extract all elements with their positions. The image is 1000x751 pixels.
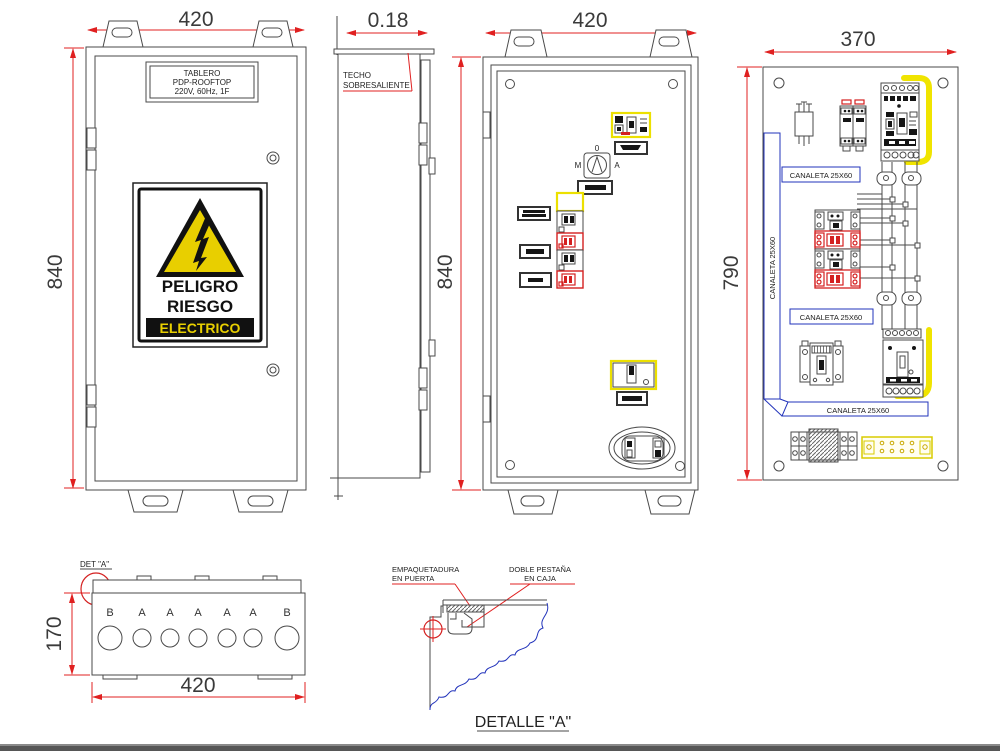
door-face bbox=[429, 605, 443, 710]
nameplate-line2: PDP-ROOFTOP bbox=[173, 78, 232, 87]
selector-switch: 0 M A bbox=[575, 144, 620, 179]
roof-label-line1: TECHO bbox=[343, 71, 371, 80]
selector-pos-m: M bbox=[575, 161, 582, 170]
duplex-outlet bbox=[608, 426, 676, 470]
breaker-unit-1 bbox=[556, 210, 584, 234]
bottom-gland-view: DET "A" B A A A A A B 170 42 bbox=[43, 560, 306, 703]
side-depth-dim: 0.18 bbox=[368, 9, 409, 32]
gland-hole-labels: B A A A A A B bbox=[106, 607, 290, 619]
contactor-red-2 bbox=[814, 269, 861, 289]
cabinet-door bbox=[94, 55, 298, 482]
front-height-dim: 840 bbox=[44, 254, 67, 289]
gland-height-dim: 170 bbox=[43, 616, 66, 651]
hole-label-2: A bbox=[138, 607, 146, 619]
hole-label-1: B bbox=[106, 607, 113, 619]
breaker-unit-2 bbox=[556, 232, 584, 251]
layout-width-dim: 370 bbox=[840, 28, 875, 51]
bus-bars bbox=[857, 162, 922, 330]
label-plate-2 bbox=[577, 180, 613, 195]
gland-holes bbox=[97, 625, 300, 651]
contactor-gray-2 bbox=[814, 248, 861, 271]
hole-label-4: A bbox=[194, 607, 202, 619]
selector-pos-a: A bbox=[614, 161, 620, 170]
nameplate-line1: TABLERO bbox=[184, 69, 221, 78]
canaleta-top-label: CANALETA 25X60 bbox=[790, 171, 852, 180]
flange-label-line1: DOBLE PESTAÑA bbox=[509, 565, 571, 574]
hole-label-3: A bbox=[166, 607, 174, 619]
breaker-unit-4 bbox=[556, 270, 584, 289]
canaleta-vertical: CANALETA 25X60 bbox=[763, 132, 781, 400]
section-profile bbox=[420, 599, 549, 711]
contactor-red-1 bbox=[814, 230, 861, 250]
breaker-strip bbox=[555, 191, 585, 289]
warning-sign: PELIGRO RIESGO ELECTRICO bbox=[132, 182, 268, 348]
label-plate-4 bbox=[519, 244, 551, 259]
electric-hazard-triangle-icon bbox=[156, 198, 244, 277]
label-plate-6 bbox=[616, 391, 648, 406]
main-breaker-component bbox=[610, 111, 652, 139]
warning-line2: RIESGO bbox=[167, 297, 233, 316]
terminal-strip-yellow bbox=[861, 436, 933, 459]
contactor-stack bbox=[814, 209, 861, 289]
door-lock-knob-top bbox=[266, 151, 280, 165]
front-view: 420 840 TABLERO PDP-ROOFTOP 220V, 60Hz, … bbox=[44, 8, 307, 513]
label-plate-1 bbox=[614, 141, 648, 155]
canaleta-mid-label: CANALETA 25X60 bbox=[800, 313, 862, 322]
detail-a-view: EMPAQUETADURA EN PUERTA DOBLE PESTAÑA EN… bbox=[392, 565, 575, 732]
bottom-scrollbar[interactable] bbox=[0, 744, 1000, 751]
label-plate-5 bbox=[519, 272, 552, 288]
canaleta-bottom-label: CANALETA 25X60 bbox=[827, 406, 889, 415]
gasket-label-line1: EMPAQUETADURA bbox=[392, 565, 459, 574]
bottom-contactor bbox=[799, 340, 844, 386]
lightning-bolt-icon bbox=[193, 216, 211, 271]
selector-pos-0: 0 bbox=[595, 144, 600, 153]
canaleta-top: CANALETA 25X60 bbox=[781, 166, 861, 183]
hole-label-6: A bbox=[249, 607, 257, 619]
relay-component bbox=[794, 101, 814, 146]
gasket-label-line2: EN PUERTA bbox=[392, 574, 434, 583]
nameplate-line3: 220V, 60Hz, 1F bbox=[175, 87, 230, 96]
warning-line3: ELECTRICO bbox=[160, 320, 241, 336]
door-gasket bbox=[446, 604, 485, 613]
breaker-unit-3 bbox=[556, 249, 584, 272]
layout-main-breaker bbox=[880, 82, 920, 162]
open-width-dim: 420 bbox=[572, 9, 607, 32]
mounting-plate bbox=[496, 70, 686, 478]
side-body bbox=[337, 53, 421, 479]
canaleta-bottom: CANALETA 25X60 bbox=[763, 398, 929, 417]
canaleta-vertical-label: CANALETA 25X60 bbox=[768, 237, 777, 299]
door-lock-knob-bottom bbox=[266, 363, 280, 377]
label-plate-3 bbox=[517, 206, 551, 221]
side-view: 0.18 TECHO SOBRESALIENTE bbox=[330, 9, 436, 500]
detail-title: DETALLE "A" bbox=[475, 714, 571, 731]
layout-bottom-breaker bbox=[882, 328, 924, 398]
side-door-slab bbox=[420, 59, 431, 473]
detail-ref-label: DET "A" bbox=[80, 560, 109, 569]
front-width-dim: 420 bbox=[178, 8, 213, 31]
open-panel-view: 420 840 0 bbox=[434, 9, 699, 515]
open-height-dim: 840 bbox=[434, 254, 457, 289]
warning-line1: PELIGRO bbox=[162, 277, 239, 296]
roof-overhang bbox=[333, 48, 435, 55]
highlight-top-breaker bbox=[901, 75, 932, 165]
terminal-strip-gray bbox=[790, 428, 858, 463]
open-cabinet-body bbox=[482, 56, 699, 491]
layout-height-dim: 790 bbox=[720, 255, 743, 290]
toggle-switch bbox=[609, 359, 658, 391]
flange-label-line2: EN CAJA bbox=[524, 574, 556, 583]
break-line bbox=[429, 602, 549, 711]
din-modules bbox=[839, 99, 867, 152]
hole-label-7: B bbox=[283, 607, 290, 619]
roof-label-line2: SOBRESALIENTE bbox=[343, 81, 410, 90]
canaleta-mid: CANALETA 25X60 bbox=[789, 308, 874, 325]
center-mark bbox=[420, 616, 446, 642]
gland-width-dim: 420 bbox=[180, 674, 215, 697]
hole-label-5: A bbox=[223, 607, 231, 619]
layout-view: 370 790 CANALETA 25X60 CANALETA 25X60 CA… bbox=[720, 28, 959, 481]
contactor-gray-1 bbox=[814, 209, 861, 232]
panel-nameplate: TABLERO PDP-ROOFTOP 220V, 60Hz, 1F bbox=[145, 61, 259, 103]
